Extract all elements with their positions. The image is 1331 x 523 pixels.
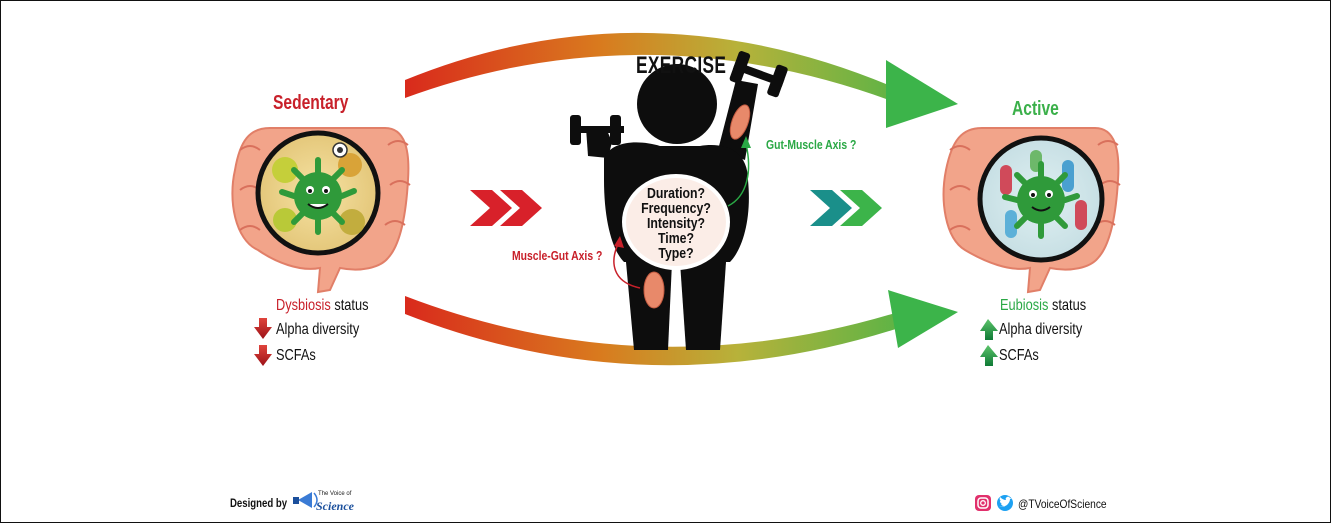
left-alpha-diversity: Alpha diversity xyxy=(276,321,360,338)
right-alpha-diversity: Alpha diversity xyxy=(999,321,1083,338)
exercise-title: EXERCISE xyxy=(636,52,727,79)
up-arrow-icon xyxy=(980,319,998,340)
gut-muscle-axis-label: Gut-Muscle Axis ? xyxy=(766,137,857,152)
top-arc-arrow xyxy=(405,32,958,128)
belly-questions: Duration? Frequency? Intensity? Time? Ty… xyxy=(626,186,726,261)
logo-small-text: The Voice of xyxy=(318,491,352,497)
status-suffix: status xyxy=(1048,297,1087,314)
eubiosis-label: Eubiosis xyxy=(1000,297,1049,314)
muscle-gut-axis-label: Muscle-Gut Axis ? xyxy=(512,248,603,263)
eubiosis-status: Eubiosis status xyxy=(1000,297,1108,315)
sedentary-title: Sedentary xyxy=(273,92,349,114)
active-title: Active xyxy=(1012,98,1059,120)
question-type: Type? xyxy=(658,245,694,262)
logo-science-text: Science xyxy=(316,499,354,513)
bottom-arc-arrow xyxy=(405,290,958,366)
status-suffix: status xyxy=(330,297,369,314)
left-colon-illustration xyxy=(231,127,411,294)
voice-of-science-logo-icon xyxy=(293,492,318,508)
question-duration: Duration? xyxy=(646,185,706,202)
dysbiosis-status: Dysbiosis status xyxy=(276,297,392,315)
question-intensity: Intensity? xyxy=(646,215,706,232)
down-arrow-icon xyxy=(254,318,272,339)
left-scfas: SCFAs xyxy=(276,347,316,364)
gut-muscle-arrow xyxy=(727,136,751,207)
down-arrow-icon xyxy=(254,345,272,366)
designed-by-label: Designed by xyxy=(230,496,288,510)
dysbiosis-label: Dysbiosis xyxy=(276,297,331,314)
up-arrow-icon xyxy=(980,345,998,366)
question-frequency: Frequency? xyxy=(641,200,711,217)
muscle-gut-arrow xyxy=(613,236,641,289)
right-colon-illustration xyxy=(942,127,1121,294)
exercise-person-silhouette xyxy=(570,51,788,350)
red-chevrons xyxy=(470,190,542,226)
right-scfas: SCFAs xyxy=(999,347,1039,364)
question-time: Time? xyxy=(657,230,695,247)
social-handle[interactable]: @TVoiceOfScience xyxy=(1018,497,1107,511)
twitter-icon[interactable] xyxy=(997,495,1013,511)
green-chevrons xyxy=(810,190,882,226)
instagram-icon[interactable] xyxy=(975,495,991,511)
